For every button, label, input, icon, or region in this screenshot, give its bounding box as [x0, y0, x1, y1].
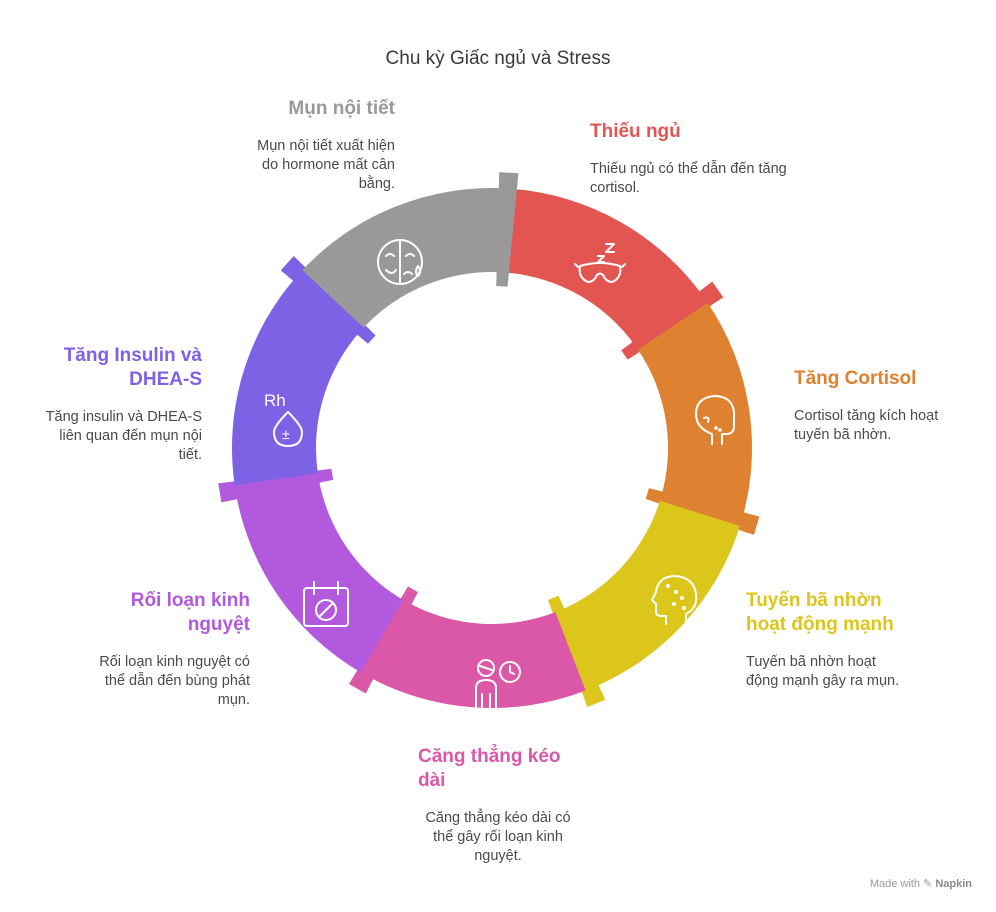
segment-tuyen-ba-nhon — [558, 500, 741, 689]
segment-cang-thang — [365, 601, 586, 708]
calendar-blocked-icon — [303, 581, 349, 627]
made-with-text: Made with — [869, 878, 920, 890]
stage-title: Tăng Cortisol — [794, 368, 917, 389]
svg-text:Rh: Rh — [264, 391, 286, 410]
stage-tuyen-ba-nhon: Tuyến bã nhờn hoạt động mạnh Tuyến bã nh… — [746, 589, 906, 691]
stage-description: Cortisol tăng kích hoạt tuyến bã nhờn. — [794, 408, 939, 443]
segment-mun-noi-tiet — [302, 188, 508, 328]
stage-title: Thiếu ngủ — [590, 121, 681, 142]
stage-roi-loan: Rối loạn kinh nguyệt Rối loạn kinh nguyệ… — [80, 589, 250, 710]
segment-connector-insulin — [280, 256, 376, 344]
face-acne-icon — [651, 575, 698, 625]
segment-connector-tuyen-ba-nhon — [547, 595, 606, 708]
half-face-icon — [377, 239, 423, 285]
segment-insulin — [232, 274, 362, 486]
stage-title: Căng thẳng kéo dài — [418, 746, 561, 791]
segment-connector-mun-noi-tiet — [496, 172, 519, 287]
stage-tang-cortisol: Tăng Cortisol Cortisol tăng kích hoạt tu… — [794, 367, 964, 445]
stage-title: Mụn nội tiết — [288, 98, 395, 119]
segment-connector-cang-thang — [348, 586, 418, 694]
person-clock-icon — [475, 659, 521, 709]
stage-description: Rối loạn kinh nguyệt có thể dẫn đến bùng… — [99, 654, 250, 708]
svg-text:±: ± — [282, 426, 290, 442]
stage-cang-thang: Căng thẳng kéo dài Căng thẳng kéo dài có… — [418, 745, 578, 866]
diagram-title: Chu kỳ Giấc ngủ và Stress — [385, 48, 611, 69]
segment-roi-loan — [235, 476, 404, 673]
segment-connector-thieu-ngu — [621, 281, 724, 360]
face-profile-icon — [695, 395, 735, 445]
stage-description: Tăng insulin và DHEA-S liên quan đến mụn… — [45, 409, 202, 463]
stage-mun-noi-tiet: Mụn nội tiết Mụn nội tiết xuất hiện do h… — [240, 97, 395, 194]
napkin-brand: Napkin — [935, 878, 972, 890]
stage-title: Tuyến bã nhờn hoạt động mạnh — [746, 590, 894, 635]
napkin-logo-icon: ✎ — [923, 878, 933, 890]
stage-description: Tuyến bã nhờn hoạt động mạnh gây ra mụn. — [746, 654, 900, 689]
sleep-mask-icon — [574, 243, 626, 283]
stage-title: Rối loạn kinh nguyệt — [130, 590, 250, 635]
stage-description: Căng thẳng kéo dài có thể gây rối loạn k… — [425, 810, 571, 864]
stage-thieu-ngu: Thiếu ngủ Thiếu ngủ có thể dẫn đến tăng … — [590, 120, 790, 198]
segment-connector-roi-loan — [218, 468, 334, 503]
stage-description: Mụn nội tiết xuất hiện do hormone mất câ… — [257, 138, 395, 192]
stage-description: Thiếu ngủ có thể dẫn đến tăng cortisol. — [590, 161, 787, 196]
made-with-napkin: Made with ✎ Napkin — [870, 877, 972, 890]
stage-insulin: Tăng Insulin và DHEA-S Tăng insulin và D… — [40, 344, 202, 465]
stage-title: Tăng Insulin và DHEA-S — [63, 345, 202, 390]
segment-thieu-ngu — [506, 188, 705, 347]
blood-drop-icon: Rh ± — [264, 391, 303, 447]
segment-tang-cortisol — [637, 302, 753, 521]
